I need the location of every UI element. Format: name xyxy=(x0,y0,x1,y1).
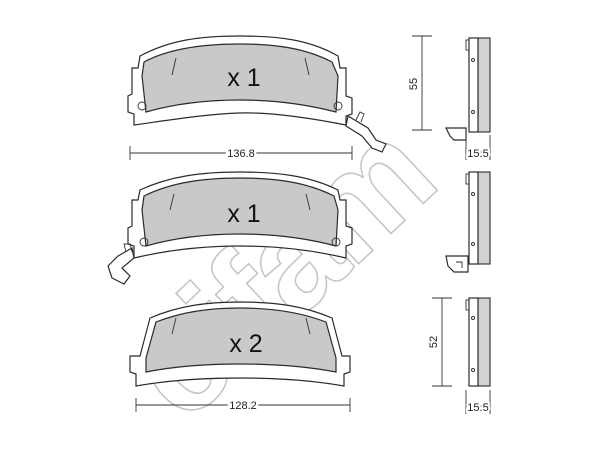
thickness-dimension-bottom: 15.5 xyxy=(465,390,491,416)
thickness-value: 15.5 xyxy=(467,148,488,160)
mount-hole-right xyxy=(333,101,343,111)
mount-hole-left xyxy=(139,237,149,247)
watermark-text: cifam xyxy=(97,93,462,449)
profile-clip xyxy=(445,255,469,273)
profile-friction xyxy=(477,171,491,265)
thickness-value: 15.5 xyxy=(467,402,488,414)
wear-sensor-tab xyxy=(107,243,135,285)
profile-friction xyxy=(477,297,491,387)
quantity-label: x 1 xyxy=(227,64,260,92)
side-profile-middle xyxy=(445,171,491,273)
mount-hole-right xyxy=(331,237,341,247)
quantity-label: x 1 xyxy=(227,200,260,228)
quantity-label: x 2 xyxy=(229,330,262,358)
profile-clip xyxy=(445,127,467,141)
profile-friction xyxy=(477,37,491,133)
brake-pad-top: x 1 136.8 xyxy=(127,35,387,163)
mount-hole-left xyxy=(137,101,147,111)
watermark-logo: cifam xyxy=(96,93,463,450)
length-dimension-bottom: 128.2 xyxy=(135,398,351,415)
height-value: 55 xyxy=(408,78,420,90)
friction-material xyxy=(145,307,337,373)
brake-pad-middle: x 1 xyxy=(107,171,353,285)
brake-pad-bottom: x 2 128.2 xyxy=(129,301,351,415)
height-dimension-top: 55 xyxy=(408,35,432,131)
length-value: 136.8 xyxy=(227,148,255,160)
wear-sensor-tab xyxy=(345,111,387,153)
height-dimension-bottom: 52 xyxy=(428,297,452,387)
length-dimension-top: 136.8 xyxy=(129,146,353,163)
profile-backing xyxy=(468,297,479,387)
wear-groove-marks xyxy=(169,193,311,211)
wear-groove-marks xyxy=(171,317,311,335)
friction-material xyxy=(141,43,339,113)
side-profile-bottom: 52 15.5 xyxy=(428,297,491,416)
profile-backing xyxy=(468,37,479,133)
thickness-dimension-top: 15.5 xyxy=(465,135,491,162)
profile-backing xyxy=(468,171,479,265)
side-profile-top: 55 15.5 xyxy=(408,35,491,162)
wear-groove-marks xyxy=(171,57,310,76)
height-value: 52 xyxy=(428,336,440,348)
length-value: 128.2 xyxy=(229,400,257,412)
